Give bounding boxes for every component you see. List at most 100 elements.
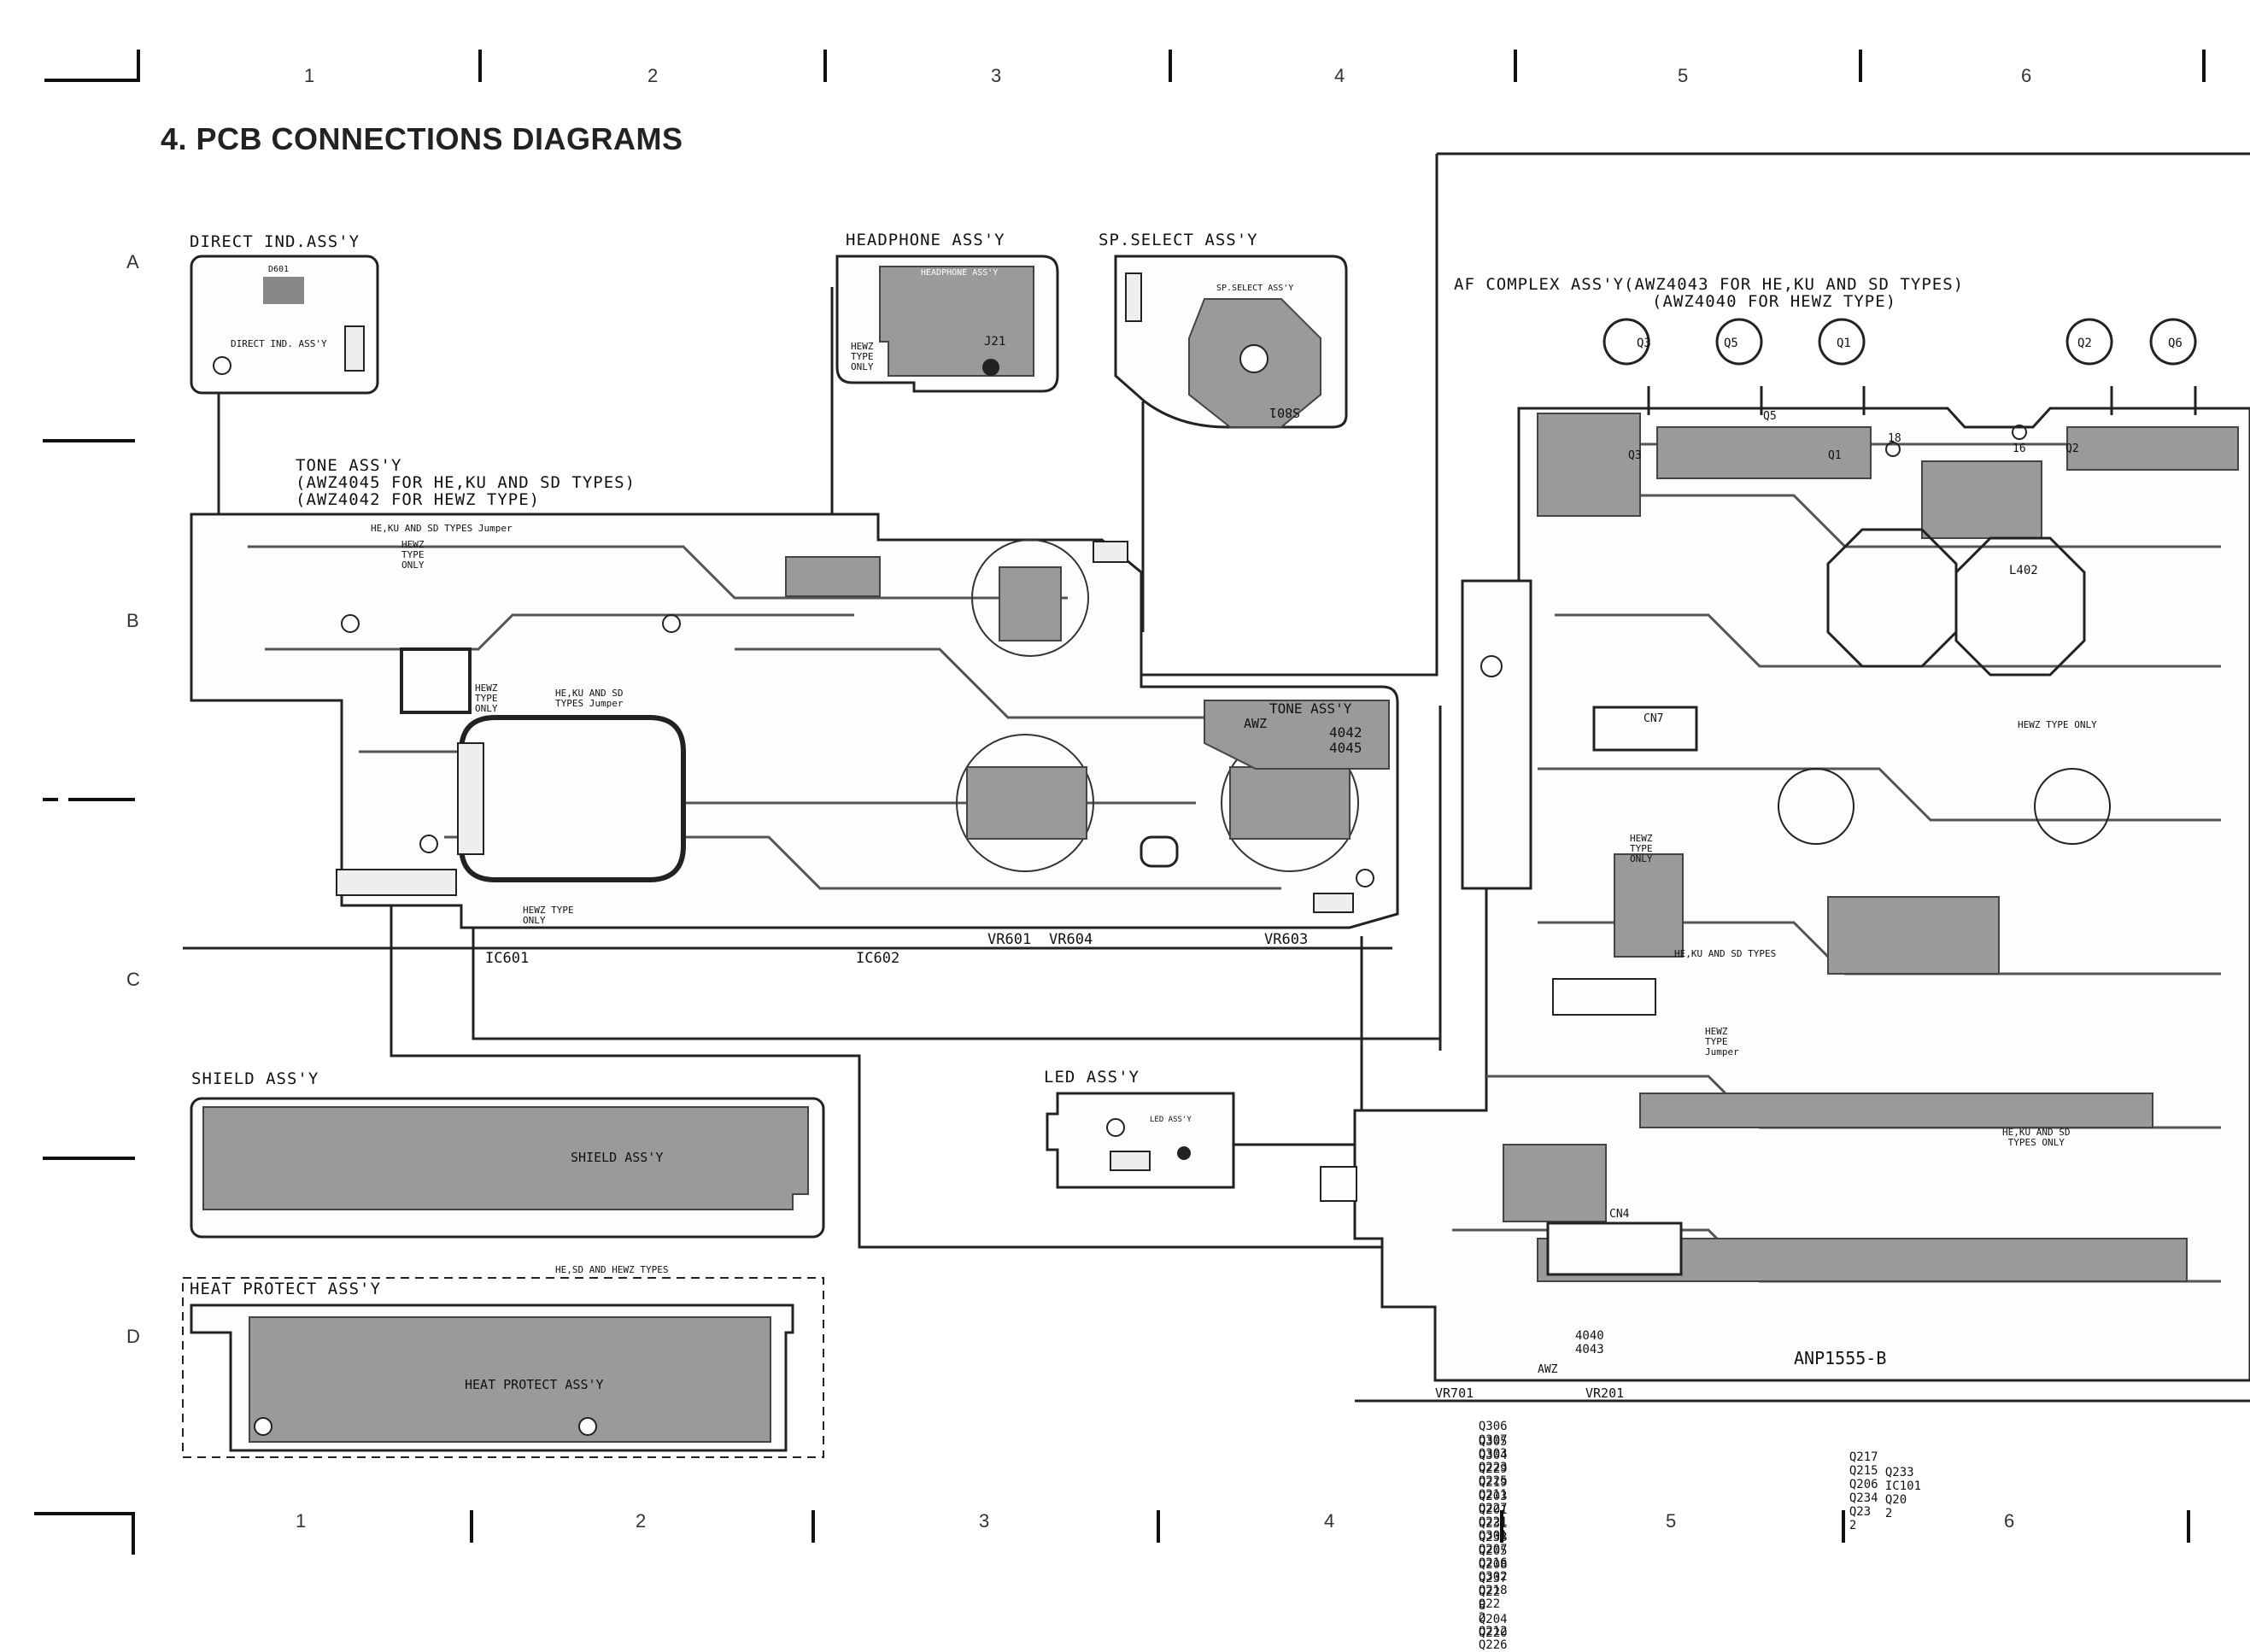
ref-q205: Q205 — [1478, 1544, 1508, 1558]
led-board — [1046, 1092, 1235, 1189]
ref-q227: Q227 — [1478, 1502, 1508, 1515]
cn4-connector — [1546, 1221, 1683, 1276]
tone-label-3: (AWZ4042 FOR HEWZ TYPE) — [296, 490, 541, 509]
ref-ic602: IC602 — [856, 950, 900, 967]
af-mark-hewz-type-only: HEWZ TYPE ONLY — [1630, 833, 1653, 864]
ground-point — [982, 359, 999, 376]
tone-awz: AWZ — [1244, 716, 1268, 731]
af-label-2: (AWZ4040 FOR HEWZ TYPE) — [1652, 292, 1897, 311]
ref-q204: Q204 — [1478, 1613, 1508, 1626]
ref-q215: Q215 — [1849, 1464, 1878, 1478]
row-mark — [43, 1157, 135, 1160]
ref-q234: Q234 — [1849, 1491, 1878, 1505]
af-mark-q1: Q1 — [1828, 449, 1842, 462]
af-mark-hewz-jumper: HEWZ TYPE Jumper — [1705, 1026, 1739, 1057]
tone-jumper-1: HE,KU AND SD TYPES Jumper — [371, 523, 513, 534]
ref-q231: Q231 — [1478, 1517, 1508, 1531]
tone-connector-2 — [457, 742, 484, 855]
ref-q303: Q303 — [1478, 1447, 1508, 1461]
ref-q211: Q211 — [1478, 1488, 1508, 1502]
ref-q23: Q23 — [1849, 1505, 1872, 1519]
af-mark-4043: 4043 — [1575, 1343, 1604, 1356]
vr604-copper — [966, 766, 1087, 840]
wiring-diagram — [182, 152, 2250, 1458]
slot — [1140, 835, 1179, 868]
border-tick — [1842, 1510, 1845, 1543]
led-inner: LED ASS'Y — [1150, 1116, 1192, 1124]
grid-col-5-top: 5 — [1678, 65, 1689, 86]
shield-label: SHIELD ASS'Y — [191, 1069, 319, 1088]
tone-connector-4 — [1313, 893, 1354, 913]
shield-inner: SHIELD ASS'Y — [571, 1150, 664, 1165]
tone-hewz-only-2: HEWZ TYPE ONLY — [475, 682, 498, 714]
border-tick — [478, 50, 482, 82]
ref-q217: Q217 — [1849, 1450, 1878, 1464]
ic-cutout — [400, 647, 472, 714]
ref-q207: Q207 — [1478, 1543, 1508, 1556]
ref-q237: Q237 — [1478, 1572, 1508, 1585]
tone-corner-copper — [1204, 700, 1390, 770]
af-mark-q5: Q5 — [1763, 410, 1777, 423]
connector — [344, 325, 365, 372]
border-tick — [2187, 1510, 2190, 1543]
ref-vr603: VR603 — [1264, 931, 1309, 948]
wire-shield — [390, 905, 1445, 1249]
af-ref-row5: Q233 IC101 Q20 2 — [1860, 1452, 1921, 1520]
grid-row-c: C — [126, 969, 140, 990]
af-mark-anp: ANP1555-B — [1794, 1348, 1887, 1368]
row-mark — [43, 798, 58, 801]
grid-col-2-bottom: 2 — [636, 1510, 647, 1532]
af-left-tab — [1461, 579, 1532, 890]
border-tick — [1169, 50, 1172, 82]
corner-mark — [34, 1512, 135, 1515]
transformer-cutout — [459, 715, 686, 882]
switch-block — [1552, 978, 1656, 1016]
border-tick — [1500, 1510, 1503, 1543]
ref-q302: Q302 — [1478, 1570, 1508, 1584]
ref-vr601: VR601 — [987, 931, 1032, 948]
ref-q208: Q208 — [1478, 1558, 1508, 1572]
sp-select-label: SP.SELECT ASS'Y — [1099, 231, 1258, 249]
grid-row-a: A — [126, 251, 139, 272]
border-tick — [1514, 50, 1517, 82]
af-mark-16: 16 — [2013, 442, 2026, 455]
border-tick — [2202, 50, 2206, 82]
headphone-label: HEADPHONE ASS'Y — [846, 231, 1005, 249]
ref-vr604: VR604 — [1049, 931, 1093, 948]
wire-tone-to-af-2 — [472, 706, 1442, 1040]
af-complex-board — [1353, 407, 2250, 1382]
af-octagon-1 — [1826, 528, 1958, 668]
grid-col-1-top: 1 — [304, 65, 315, 86]
grid-row-d: D — [126, 1326, 140, 1347]
ref-q221: Q221 — [1478, 1515, 1508, 1529]
led-d601-pad — [263, 277, 304, 304]
shield-copper — [202, 1106, 809, 1210]
ref-ic601: IC601 — [485, 950, 530, 967]
tone-connector-1 — [336, 869, 457, 896]
ref-q226: Q226 — [1478, 1638, 1508, 1652]
tone-copper-pad — [785, 556, 881, 597]
grid-row-b: B — [126, 610, 139, 631]
grid-col-4-bottom: 4 — [1324, 1510, 1335, 1532]
af-mark-cn7: CN7 — [1644, 712, 1664, 725]
af-q3: Q3 — [1637, 337, 1651, 350]
border-tick — [1157, 1510, 1160, 1543]
af-ref-vr701: VR701 — [1435, 1385, 1474, 1401]
ref-2c: 2 — [1884, 1507, 1893, 1520]
connector — [1125, 272, 1142, 322]
grid-col-6-bottom: 6 — [2004, 1510, 2015, 1532]
direct-ind-inner: DIRECT IND. ASS'Y — [231, 338, 327, 349]
led-label: LED ASS'Y — [1044, 1068, 1140, 1087]
corner-mark — [44, 79, 140, 82]
tone-hewz-type-only: HEWZ TYPE ONLY — [523, 905, 574, 926]
border-tick — [812, 1510, 815, 1543]
ref-q305: Q305 — [1478, 1435, 1508, 1449]
direct-ind-part: D601 — [268, 265, 290, 274]
af-mark-q3: Q3 — [1628, 449, 1642, 462]
grid-col-3-bottom: 3 — [979, 1510, 990, 1532]
grid-col-4-top: 4 — [1334, 65, 1345, 86]
ref-q203: Q203 — [1478, 1490, 1508, 1503]
af-mark-q2: Q2 — [2065, 442, 2079, 455]
ref-q201: Q201 — [1478, 1503, 1508, 1517]
ref-q238: Q238 — [1478, 1531, 1508, 1544]
